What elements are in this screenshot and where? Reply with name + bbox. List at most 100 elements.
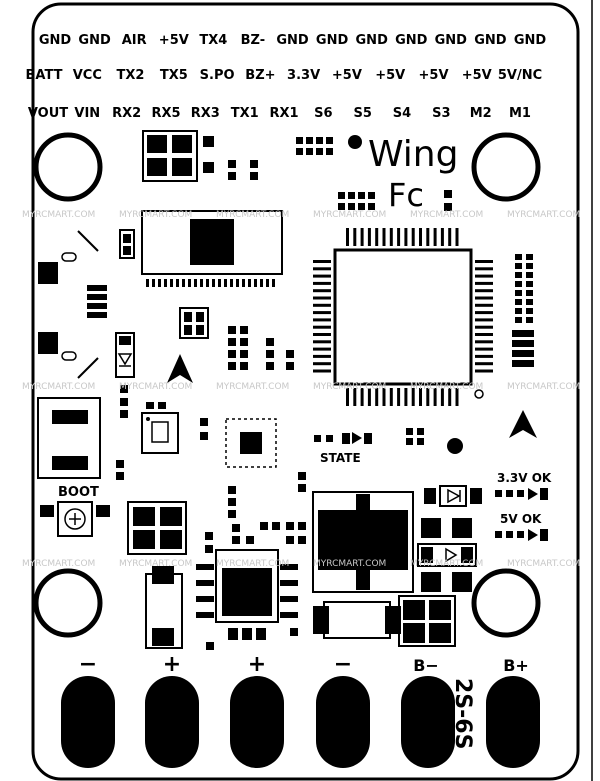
- boot-button-area: [37, 397, 124, 480]
- watermark-text: MYRCMART.COM: [216, 382, 289, 392]
- pin-label: GND: [39, 33, 72, 48]
- pin-label: GND: [435, 33, 468, 48]
- solder-pad-4: [316, 676, 370, 768]
- pin-label: VOUT: [28, 106, 68, 121]
- pin-label: RX5: [151, 106, 180, 121]
- pad-label: +: [163, 652, 181, 677]
- pin-label: AIR: [122, 33, 147, 48]
- power-diode: [424, 485, 482, 507]
- pin-label: BZ+: [245, 68, 275, 83]
- watermark-text: MYRCMART.COM: [119, 210, 192, 220]
- pin-label: +5V: [332, 68, 362, 83]
- watermark-text: MYRCMART.COM: [22, 210, 95, 220]
- orientation-arrow-right: [509, 410, 537, 438]
- resistor-cluster-top: [296, 137, 452, 211]
- pad-label: −: [79, 652, 97, 677]
- pin-label: S3: [432, 106, 450, 121]
- pin-label: GND: [316, 33, 349, 48]
- pin-label: RX2: [112, 106, 141, 121]
- right-side-connectors: [512, 254, 534, 367]
- pin-label: 5V/NC: [498, 68, 542, 83]
- solder-pad-3: [230, 676, 284, 768]
- pin-label: S.PO: [200, 68, 235, 83]
- mounting-hole-top-right: [471, 132, 541, 202]
- led-5v: [495, 529, 548, 541]
- pin-label: S4: [393, 106, 411, 121]
- inductor: [312, 491, 414, 593]
- pad-label: −: [334, 652, 352, 677]
- pin-label: GND: [356, 33, 389, 48]
- pin-label: GND: [395, 33, 428, 48]
- pad-labels: − + + − B− B+: [79, 652, 529, 677]
- pin-label: S5: [353, 106, 371, 121]
- small-parts-right-mid: [406, 428, 463, 454]
- pin-label: VIN: [74, 106, 100, 121]
- pin-label: M1: [509, 106, 531, 121]
- pin-label: GND: [474, 33, 507, 48]
- pin-label: GND: [514, 33, 547, 48]
- pin-label: BZ-: [241, 33, 266, 48]
- watermark-text: MYRCMART.COM: [410, 382, 483, 392]
- power-capacitors: [398, 518, 477, 647]
- pin-label: VCC: [73, 68, 102, 83]
- lower-left-components: [127, 472, 306, 649]
- top-left-component-block: [142, 130, 258, 182]
- logo-dot: [348, 135, 362, 149]
- gyro-chip: [141, 402, 208, 454]
- led-3v3: [495, 488, 548, 500]
- state-led: [314, 432, 372, 444]
- module-chip: [141, 210, 283, 287]
- board-outline: [31, 2, 580, 781]
- watermark-text: MYRCMART.COM: [22, 382, 95, 392]
- watermark-text: MYRCMART.COM: [22, 559, 95, 569]
- mounting-hole-bottom-right: [471, 568, 541, 638]
- pin-label: +5V: [159, 33, 189, 48]
- component-pair-mid: [120, 307, 294, 418]
- mcu-chip: [313, 228, 493, 406]
- watermark-text: MYRCMART.COM: [119, 559, 192, 569]
- pin-label: GND: [276, 33, 309, 48]
- watermarks: MYRCMART.COM MYRCMART.COM MYRCMART.COM MYRC…: [22, 210, 580, 569]
- pin-label: TX5: [160, 68, 188, 83]
- diode-left: [115, 332, 135, 378]
- watermark-text: MYRCMART.COM: [216, 210, 289, 220]
- pin-label: TX2: [117, 68, 145, 83]
- solder-pad-1: [61, 676, 115, 768]
- pad-label: +: [248, 652, 266, 677]
- bottom-capacitor: [313, 601, 401, 639]
- watermark-text: MYRCMART.COM: [313, 210, 386, 220]
- watermark-text: MYRCMART.COM: [507, 210, 580, 220]
- led-5v-label: 5V OK: [500, 512, 542, 526]
- pin-label: RX1: [269, 106, 298, 121]
- pin-label: TX4: [199, 33, 227, 48]
- mounting-hole-bottom-left: [33, 568, 103, 638]
- qfn-chip: [225, 418, 277, 468]
- left-side-connectors: [38, 230, 107, 379]
- watermark-text: MYRCMART.COM: [119, 382, 192, 392]
- orientation-arrow-left: [167, 354, 193, 383]
- watermark-text: MYRCMART.COM: [313, 382, 386, 392]
- state-label: STATE: [320, 451, 361, 465]
- pad-label: B+: [503, 656, 529, 675]
- pad-label: B−: [413, 656, 439, 675]
- watermark-text: MYRCMART.COM: [216, 559, 289, 569]
- pin-label-rows: GND GND AIR +5V TX4 BZ- GND GND GND GND GND GND GND B…: [26, 33, 547, 121]
- pin-label: GND: [78, 33, 111, 48]
- solder-pad-5: [401, 676, 455, 768]
- solder-pads: [61, 676, 540, 768]
- voltage-range-label: 2S-6S: [450, 678, 475, 749]
- watermark-text: MYRCMART.COM: [410, 210, 483, 220]
- regulator-chip: [196, 549, 298, 650]
- pin-label: M2: [470, 106, 492, 121]
- pin-label: BATT: [26, 68, 63, 83]
- pin-label: TX1: [231, 106, 259, 121]
- watermark-text: MYRCMART.COM: [507, 382, 580, 392]
- pin-label: RX3: [191, 106, 220, 121]
- pin-label: +5V: [419, 68, 449, 83]
- watermark-text: MYRCMART.COM: [410, 559, 483, 569]
- watermark-text: MYRCMART.COM: [313, 559, 386, 569]
- pin-label: 3.3V: [287, 68, 320, 83]
- solder-pad-2: [145, 676, 199, 768]
- pin-label: S6: [314, 106, 332, 121]
